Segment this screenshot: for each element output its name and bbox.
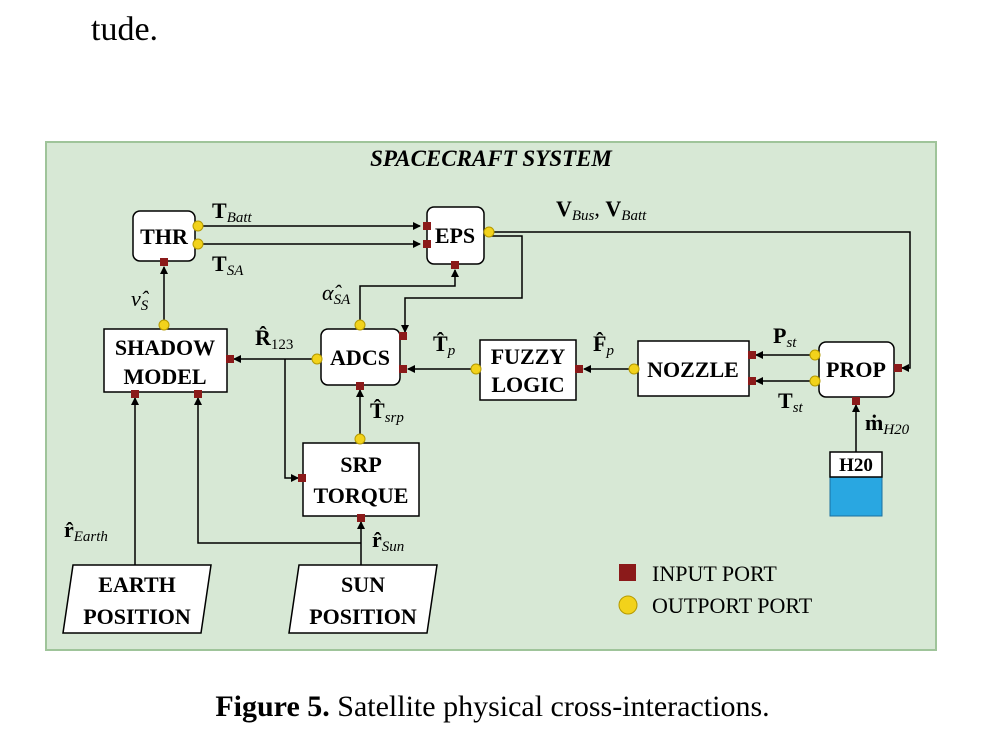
- input-port: [423, 240, 431, 248]
- sun-label-line2: POSITION: [309, 604, 417, 629]
- input-port: [298, 474, 306, 482]
- srp-label-line1: SRP: [340, 452, 382, 477]
- signal-t-batt: TBatt: [212, 198, 253, 226]
- prop-label: PROP: [826, 357, 886, 382]
- output-port: [483, 226, 495, 238]
- output-port: [628, 363, 640, 375]
- input-port: [131, 390, 139, 398]
- top-text: tude.: [91, 11, 159, 48]
- signal-f-p: F̂p: [593, 331, 614, 359]
- input-port: [399, 365, 407, 373]
- line-r123-srp: [284, 359, 299, 482]
- output-port: [158, 319, 170, 331]
- line-sun-shadow: [194, 397, 361, 544]
- input-port: [748, 377, 756, 385]
- output-port: [809, 375, 821, 387]
- fuzzy-label-line1: FUZZY: [491, 344, 566, 369]
- line-eps-adcs: [401, 235, 523, 333]
- sun-position-block: [288, 564, 438, 634]
- input-port: [194, 390, 202, 398]
- input-port: [748, 351, 756, 359]
- srp-label-line2: TORQUE: [314, 483, 409, 508]
- input-port: [160, 258, 168, 266]
- input-port: [852, 397, 860, 405]
- input-port: [399, 332, 407, 340]
- line-eps-prop: [490, 231, 911, 372]
- shadow-model-block: [103, 328, 228, 393]
- eps-label: EPS: [435, 223, 475, 248]
- h2o-tank-label-box: [829, 451, 883, 478]
- signal-p-st: Pst: [773, 323, 797, 351]
- shadow-label-line2: MODEL: [123, 364, 206, 389]
- input-port: [356, 382, 364, 390]
- signal-t-srp: T̂srp: [370, 398, 404, 426]
- legend-input-port: [619, 564, 636, 581]
- input-port: [357, 514, 365, 522]
- figure-caption-text: Satellite physical cross-interactions.: [337, 690, 770, 723]
- line-adcs-eps: [359, 269, 459, 325]
- thr-label: THR: [140, 224, 189, 249]
- figure-label: Figure 5.: [215, 690, 330, 723]
- signal-t-sa: TSA: [212, 251, 244, 279]
- signal-r-sun: r̂Sun: [372, 527, 404, 555]
- output-port: [354, 433, 366, 445]
- earth-position-block: [62, 564, 212, 634]
- earth-label-line1: EARTH: [98, 572, 175, 597]
- output-port: [354, 319, 366, 331]
- output-port: [809, 349, 821, 361]
- output-port: [192, 220, 204, 232]
- signal-t-p: T̂p: [433, 331, 456, 359]
- input-port: [894, 364, 902, 372]
- legend-output-label: OUTPORT PORT: [652, 593, 813, 618]
- output-port: [311, 353, 323, 365]
- adcs-label: ADCS: [330, 345, 390, 370]
- srp-torque-block: [302, 442, 420, 517]
- output-port: [470, 363, 482, 375]
- nozzle-label: NOZZLE: [647, 357, 739, 382]
- legend-output-port: [618, 595, 638, 615]
- h2o-label: H20: [839, 455, 873, 476]
- signal-v-bus-batt: VBus, VBatt: [556, 196, 647, 224]
- signal-r-123: R̂123: [255, 325, 293, 353]
- diagram-title: SPACECRAFT SYSTEM: [370, 146, 613, 171]
- signal-m-h20: ṁH20: [865, 410, 910, 438]
- earth-label-line2: POSITION: [83, 604, 191, 629]
- input-port: [226, 355, 234, 363]
- figure-caption: Figure 5. Satellite physical cross-inter…: [0, 690, 985, 724]
- fuzzy-label-line2: LOGIC: [491, 372, 564, 397]
- input-port: [451, 261, 459, 269]
- legend-input-label: INPUT PORT: [652, 561, 777, 586]
- input-port: [575, 365, 583, 373]
- output-port: [192, 238, 204, 250]
- shadow-label-line1: SHADOW: [115, 335, 215, 360]
- input-port: [423, 222, 431, 230]
- signal-t-st: Tst: [778, 388, 804, 416]
- h2o-tank-water: [829, 476, 883, 517]
- signal-r-earth: r̂Earth: [64, 517, 108, 545]
- sun-label-line1: SUN: [341, 572, 385, 597]
